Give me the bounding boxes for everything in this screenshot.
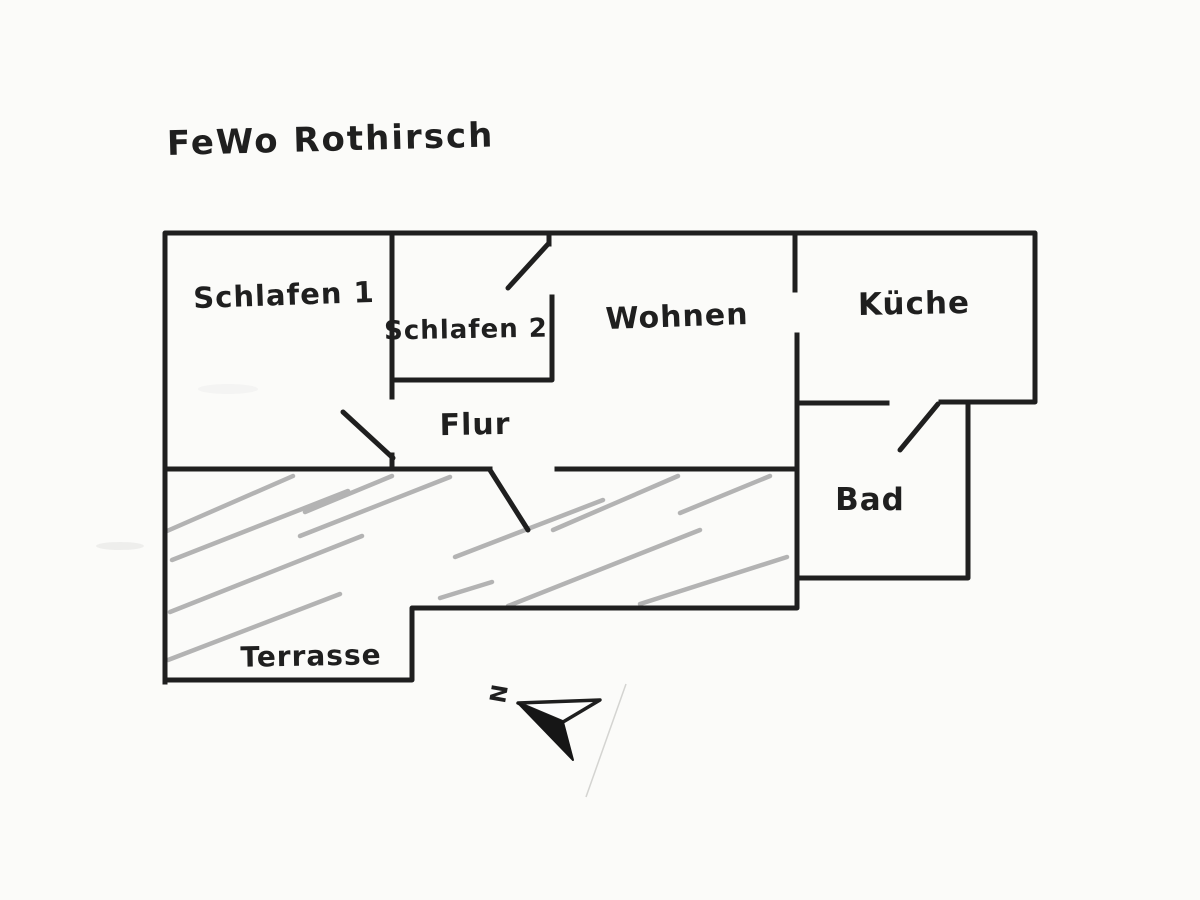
terrace-hatching (164, 473, 790, 663)
north-arrow-filled-half (517, 702, 574, 761)
hatch-stroke (167, 533, 365, 615)
door-swing-bad (897, 401, 941, 453)
hatch-stroke (169, 488, 351, 563)
hatch-stroke (505, 527, 703, 609)
hatch-stroke (164, 473, 296, 534)
room-label-wohnen: Wohnen (604, 297, 750, 337)
wall-outer-top-right (162, 230, 1038, 685)
room-label-kueche: Küche (857, 285, 971, 323)
hatch-stroke (550, 473, 681, 533)
north-arrow-icon (516, 683, 627, 798)
hatch-stroke (165, 591, 343, 663)
room-label-schlafen-2: Schlafen 2 (383, 313, 549, 347)
room-label-schlafen-1: Schlafen 1 (192, 274, 376, 316)
hatch-stroke (302, 473, 395, 515)
doors (340, 240, 941, 533)
hatch-stroke (637, 554, 790, 607)
wall-schlafen2-bottom-right (389, 294, 555, 383)
north-label: N (483, 682, 511, 706)
hatch-stroke (297, 474, 453, 539)
door-swing-schlafen2 (505, 240, 552, 291)
door-swing-schlafen1 (340, 409, 396, 461)
pencil-guide-line (585, 683, 627, 798)
room-label-terrasse: Terrasse (240, 638, 382, 674)
plan-title: FeWo Rothirsch (166, 115, 495, 164)
paper-smudges (96, 384, 258, 550)
door-swing-terrasse (487, 467, 531, 533)
wall-terrace-and-bath-left (162, 332, 800, 683)
room-label-flur: Flur (439, 406, 511, 444)
wall-bad-right-bottom (794, 400, 971, 581)
hatch-stroke (437, 579, 495, 601)
hatch-stroke (677, 473, 773, 516)
walls (162, 230, 1038, 685)
room-label-bad: Bad (835, 482, 905, 518)
